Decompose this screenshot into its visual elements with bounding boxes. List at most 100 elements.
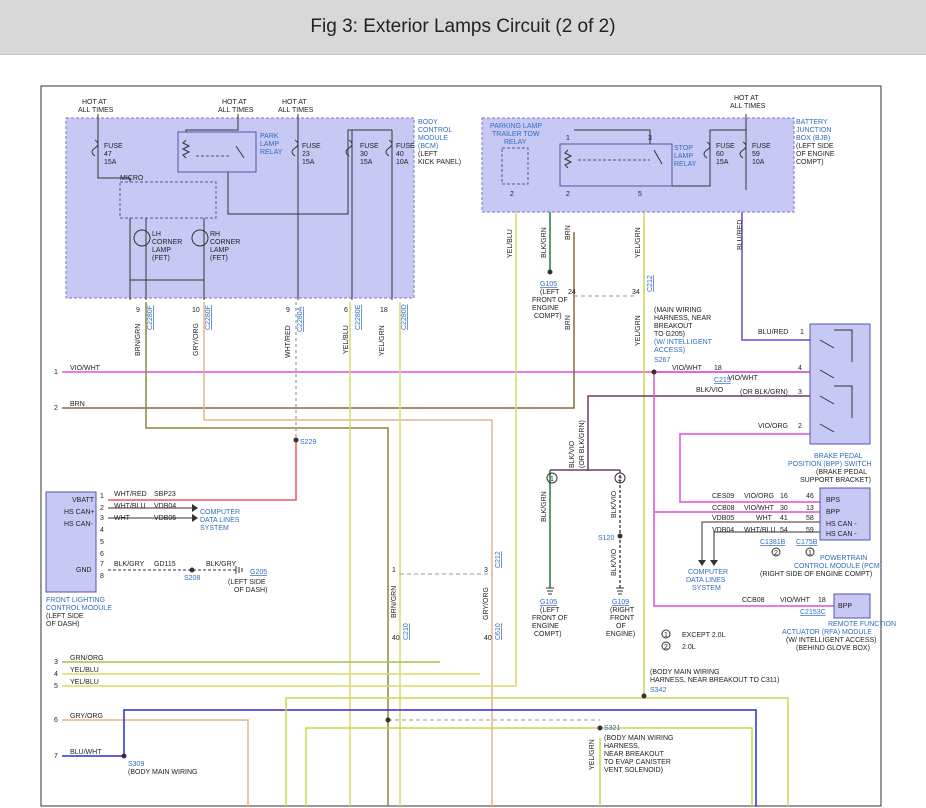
pcm-note-2-circle: [771, 547, 781, 557]
svg-text:C2153C: C2153C: [800, 609, 826, 616]
park-lamp-relay: [177, 131, 257, 173]
svg-text:C2280F: C2280F: [147, 305, 154, 330]
bcm-pin-5: 18 C2280D YEL/GRN: [379, 304, 408, 356]
relay-coil-icon: [181, 139, 191, 159]
svg-text:CORNER: CORNER: [152, 239, 182, 246]
lh-fet-icon: [133, 229, 151, 247]
svg-text:7: 7: [54, 753, 58, 760]
s229-label: S229: [300, 439, 316, 446]
svg-text:CORNER: CORNER: [210, 239, 240, 246]
svg-text:COMPUTER: COMPUTER: [200, 509, 240, 516]
svg-text:S267: S267: [654, 357, 670, 364]
wire-vio-org: [679, 433, 820, 503]
svg-text:(LEFT: (LEFT: [540, 607, 560, 614]
s229-splice: [293, 437, 299, 443]
c212-pin-34: 34: [632, 289, 640, 296]
stop-relay-feed: [574, 129, 651, 144]
wire-vio-wht-rfa: [653, 372, 834, 607]
s120-label: S120: [598, 535, 614, 542]
svg-text:(BODY MAIN WIRING: (BODY MAIN WIRING: [650, 669, 719, 676]
svg-text:(MAIN WIRING: (MAIN WIRING: [654, 307, 702, 314]
svg-text:30: 30: [360, 151, 368, 158]
svg-text:BRN/GRN: BRN/GRN: [135, 324, 142, 356]
svg-text:23: 23: [302, 151, 310, 158]
wire-wht-red: [108, 440, 297, 501]
bjb-wire-2: BLK/GRN: [541, 227, 548, 258]
svg-text:5: 5: [54, 683, 58, 690]
bjb-pin-5: 5: [638, 191, 642, 198]
svg-text:FUSE: FUSE: [752, 143, 771, 150]
svg-text:BRAKE PEDAL: BRAKE PEDAL: [814, 453, 863, 460]
svg-text:LH: LH: [152, 231, 161, 238]
svg-text:15A: 15A: [716, 159, 729, 166]
svg-text:HARNESS,: HARNESS,: [604, 743, 640, 750]
pcm-note-1: 1: [808, 550, 812, 557]
svg-text:(RIGHT SIDE OF ENGINE COMPT): (RIGHT SIDE OF ENGINE COMPT): [760, 571, 872, 578]
svg-text:ACCESS): ACCESS): [654, 347, 685, 354]
bpp-switch-contacts-icon: [819, 339, 835, 433]
svg-text:(LEFT SIDE: (LEFT SIDE: [228, 579, 266, 586]
mid-pin-40a: 40: [392, 635, 400, 642]
svg-text:KICK PANEL): KICK PANEL): [418, 159, 461, 166]
fuse-23: [291, 139, 299, 157]
svg-text:C2280A: C2280A: [297, 306, 304, 332]
bjb-feed-line: [672, 114, 747, 187]
svg-text:WHT/RED: WHT/RED: [114, 491, 147, 498]
relay-switch-icon: [235, 145, 245, 159]
svg-text:CCB08: CCB08: [712, 505, 735, 512]
svg-text:FUSE: FUSE: [396, 143, 415, 150]
svg-text:C215: C215: [714, 377, 731, 384]
svg-text:C2280F: C2280F: [205, 305, 212, 330]
legend-1-circle: [661, 629, 671, 639]
svg-text:ACTUATOR (RFA) MODULE: ACTUATOR (RFA) MODULE: [782, 629, 872, 636]
svg-text:OF: OF: [616, 623, 626, 630]
blk-vio-label: BLK/VIO: [569, 440, 576, 468]
svg-text:PARK: PARK: [260, 133, 279, 140]
s309-label: S309: [128, 761, 144, 768]
page-title: Fig 3: Exterior Lamps Circuit (2 of 2): [310, 16, 616, 37]
trailer-relay-box: [501, 147, 529, 185]
mid-pin-3: 3: [484, 567, 488, 574]
svg-text:COMPUTER: COMPUTER: [688, 569, 728, 576]
legend-2-circle: [661, 641, 671, 651]
svg-text:WHT: WHT: [756, 515, 773, 522]
svg-text:LAMP: LAMP: [674, 153, 693, 160]
svg-text:9: 9: [286, 307, 290, 314]
s309-desc: (BODY MAIN WIRING: [128, 769, 197, 776]
svg-text:G105: G105: [540, 281, 557, 288]
diagram-frame: [40, 85, 882, 807]
flcm-box: [45, 491, 97, 593]
s342-splice: [641, 693, 647, 699]
rfa-name-label: REMOTE FUNCTION ACTUATOR (RFA) MODULE (W…: [782, 621, 896, 652]
g105-lower-ground-icon: [546, 587, 554, 595]
svg-text:54: 54: [780, 527, 788, 534]
svg-text:(FET): (FET): [152, 255, 170, 262]
svg-text:7: 7: [100, 561, 104, 568]
svg-text:BRN: BRN: [70, 401, 85, 408]
svg-text:YEL/BLU: YEL/BLU: [343, 325, 350, 354]
wire-blu-red: [741, 190, 812, 341]
bjb-pin-3: 2: [566, 191, 570, 198]
svg-text:(OR BLK/GRN): (OR BLK/GRN): [740, 389, 788, 396]
svg-text:VIO/WHT: VIO/WHT: [744, 505, 775, 512]
svg-text:DATA LINES: DATA LINES: [200, 517, 240, 524]
svg-text:NEAR BREAKOUT: NEAR BREAKOUT: [604, 751, 665, 758]
bcm-pin-2: 10 C2280F GRY/ORG: [192, 305, 212, 356]
svg-text:PARKING LAMP: PARKING LAMP: [490, 123, 542, 130]
svg-text:OF ENGINE: OF ENGINE: [796, 151, 835, 158]
bcm-pin-1: 9 C2280F BRN/GRN: [135, 305, 154, 356]
svg-text:8: 8: [100, 573, 104, 580]
svg-text:(LEFT: (LEFT: [540, 289, 560, 296]
wire-6-gry-org: [62, 719, 249, 806]
flcm-name-label: FRONT LIGHTING CONTROL MODULE (LEFT SIDE…: [46, 597, 112, 628]
bpp-wire-3: BLK/VIO(OR BLK/GRN)3: [696, 387, 802, 396]
